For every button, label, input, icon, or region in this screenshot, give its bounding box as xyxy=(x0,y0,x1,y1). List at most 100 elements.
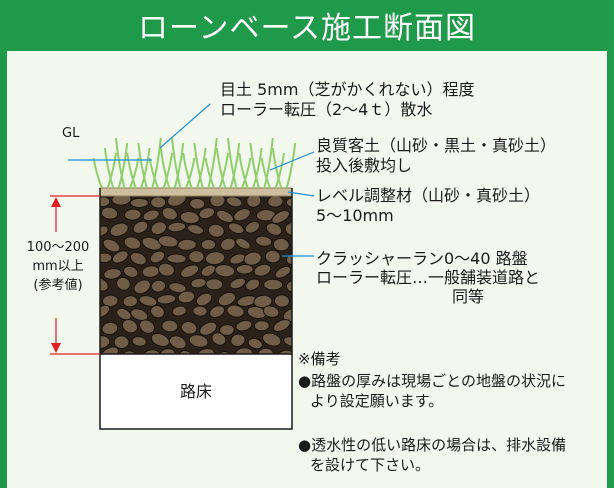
gravel-stone xyxy=(109,222,129,237)
gravel-stone xyxy=(116,307,132,321)
grass-blade xyxy=(193,142,204,189)
gravel-stone xyxy=(247,337,263,350)
gravel-stone xyxy=(293,239,309,251)
grass-blade xyxy=(241,157,252,189)
gravel-stone xyxy=(179,211,200,225)
depth-arrowhead-up xyxy=(51,197,61,207)
gravel-stone xyxy=(192,305,208,317)
gravel-stone xyxy=(150,332,170,348)
gravel-stone xyxy=(100,206,119,220)
gravel-stone xyxy=(116,276,131,291)
gravel-stone xyxy=(271,210,290,224)
gravel-stone xyxy=(272,237,290,252)
grass-blade xyxy=(185,157,196,189)
gravel-stone xyxy=(133,279,151,295)
depth-label-line2: mm以上 xyxy=(32,259,84,274)
gravel-stone xyxy=(131,336,147,347)
gravel-stone xyxy=(189,197,206,210)
gravel-stone xyxy=(180,264,200,279)
gravel-stone xyxy=(195,292,213,307)
grass-blade xyxy=(171,137,182,189)
gravel-stone xyxy=(141,236,162,251)
grass-blade xyxy=(285,142,297,189)
subgrade-block xyxy=(99,353,293,430)
grass-blade xyxy=(182,152,193,189)
note1-line2: より設定願います。 xyxy=(310,392,444,410)
gravel-stone xyxy=(262,305,280,318)
gravel-stone xyxy=(188,334,209,348)
gravel-stone xyxy=(111,196,132,206)
subgrade-label: 路床 xyxy=(179,382,212,401)
grass-blade xyxy=(137,142,148,189)
gravel-stone xyxy=(186,224,205,235)
turf-note-line2: ローラー転圧（2～4ｔ）散水 xyxy=(220,100,433,119)
gravel-stone xyxy=(200,238,217,251)
gravel-stone xyxy=(207,223,225,238)
gravel-stone xyxy=(149,250,166,264)
gravel-stone xyxy=(142,209,160,222)
gravel-stone xyxy=(244,221,261,234)
grass-blade xyxy=(92,157,103,189)
gravel-stone xyxy=(245,278,261,291)
grass-blade xyxy=(103,147,115,189)
grass-blade xyxy=(115,137,126,189)
level-adjust-layer xyxy=(99,187,293,197)
gravel-stone xyxy=(196,348,216,354)
grass-blade xyxy=(204,157,215,189)
depth-label-line3: (参考値) xyxy=(33,278,83,293)
gravel-stone xyxy=(274,265,292,279)
gravel-stone xyxy=(216,350,232,354)
gravel-stone xyxy=(233,208,251,222)
gravel-stone xyxy=(209,305,226,318)
gravel-stone xyxy=(285,196,292,208)
gravel-stone xyxy=(123,265,139,278)
level-note-line1: レベル調整材（山砂・真砂土） xyxy=(316,186,541,205)
gravel-stone xyxy=(205,278,224,291)
gravel-stone xyxy=(156,294,177,305)
gravel-stone xyxy=(123,236,142,250)
gravel-stone xyxy=(171,305,187,317)
leader-soil xyxy=(269,151,315,171)
gravel-stone xyxy=(130,308,149,321)
gravel-stone xyxy=(113,335,130,350)
crusher-run-stones xyxy=(100,196,309,354)
grass-blade xyxy=(260,157,271,189)
grass-blade xyxy=(196,147,207,189)
gravel-stone xyxy=(121,319,138,334)
grass-blade xyxy=(207,137,218,189)
gravel-stone xyxy=(265,222,283,236)
gravel-stone xyxy=(166,253,187,264)
gravel-stone xyxy=(142,349,161,354)
gravel-stone xyxy=(101,321,119,336)
gravel-stone xyxy=(100,225,109,237)
grass-blade xyxy=(227,137,238,189)
gravel-stone xyxy=(111,250,129,264)
gravel-stone xyxy=(243,251,262,266)
gravel-stone xyxy=(235,237,251,250)
soil-note-line1: 良質客土（山砂・黒土・真砂土） xyxy=(316,136,557,155)
grass-blade xyxy=(215,147,227,189)
depth-arrowhead-down xyxy=(51,343,61,353)
grass-blade xyxy=(173,142,185,189)
gravel-stone xyxy=(167,221,187,233)
gravel-stone xyxy=(230,333,246,347)
notes-heading: ※備考 xyxy=(298,350,341,368)
grass-blade xyxy=(151,137,162,189)
grass-blade xyxy=(238,152,249,189)
gravel-stone xyxy=(246,196,262,208)
gravel-stone xyxy=(219,324,235,336)
gravel-stone xyxy=(177,290,196,304)
gravel-stone xyxy=(285,279,292,293)
gravel-stone xyxy=(150,279,167,293)
gravel-stone xyxy=(150,196,167,209)
crusher-note-line3: 同等 xyxy=(452,287,485,306)
gravel-stone xyxy=(272,319,291,332)
gravel-stone xyxy=(122,295,139,308)
grass-blade xyxy=(140,147,151,189)
soil-note-line2: 投入後敷均し xyxy=(316,156,413,175)
gravel-stone xyxy=(138,319,156,334)
gravel-stone xyxy=(253,263,272,277)
grass-blade xyxy=(252,147,263,189)
gravel-stone xyxy=(168,282,187,294)
gravel-stone xyxy=(129,252,147,266)
